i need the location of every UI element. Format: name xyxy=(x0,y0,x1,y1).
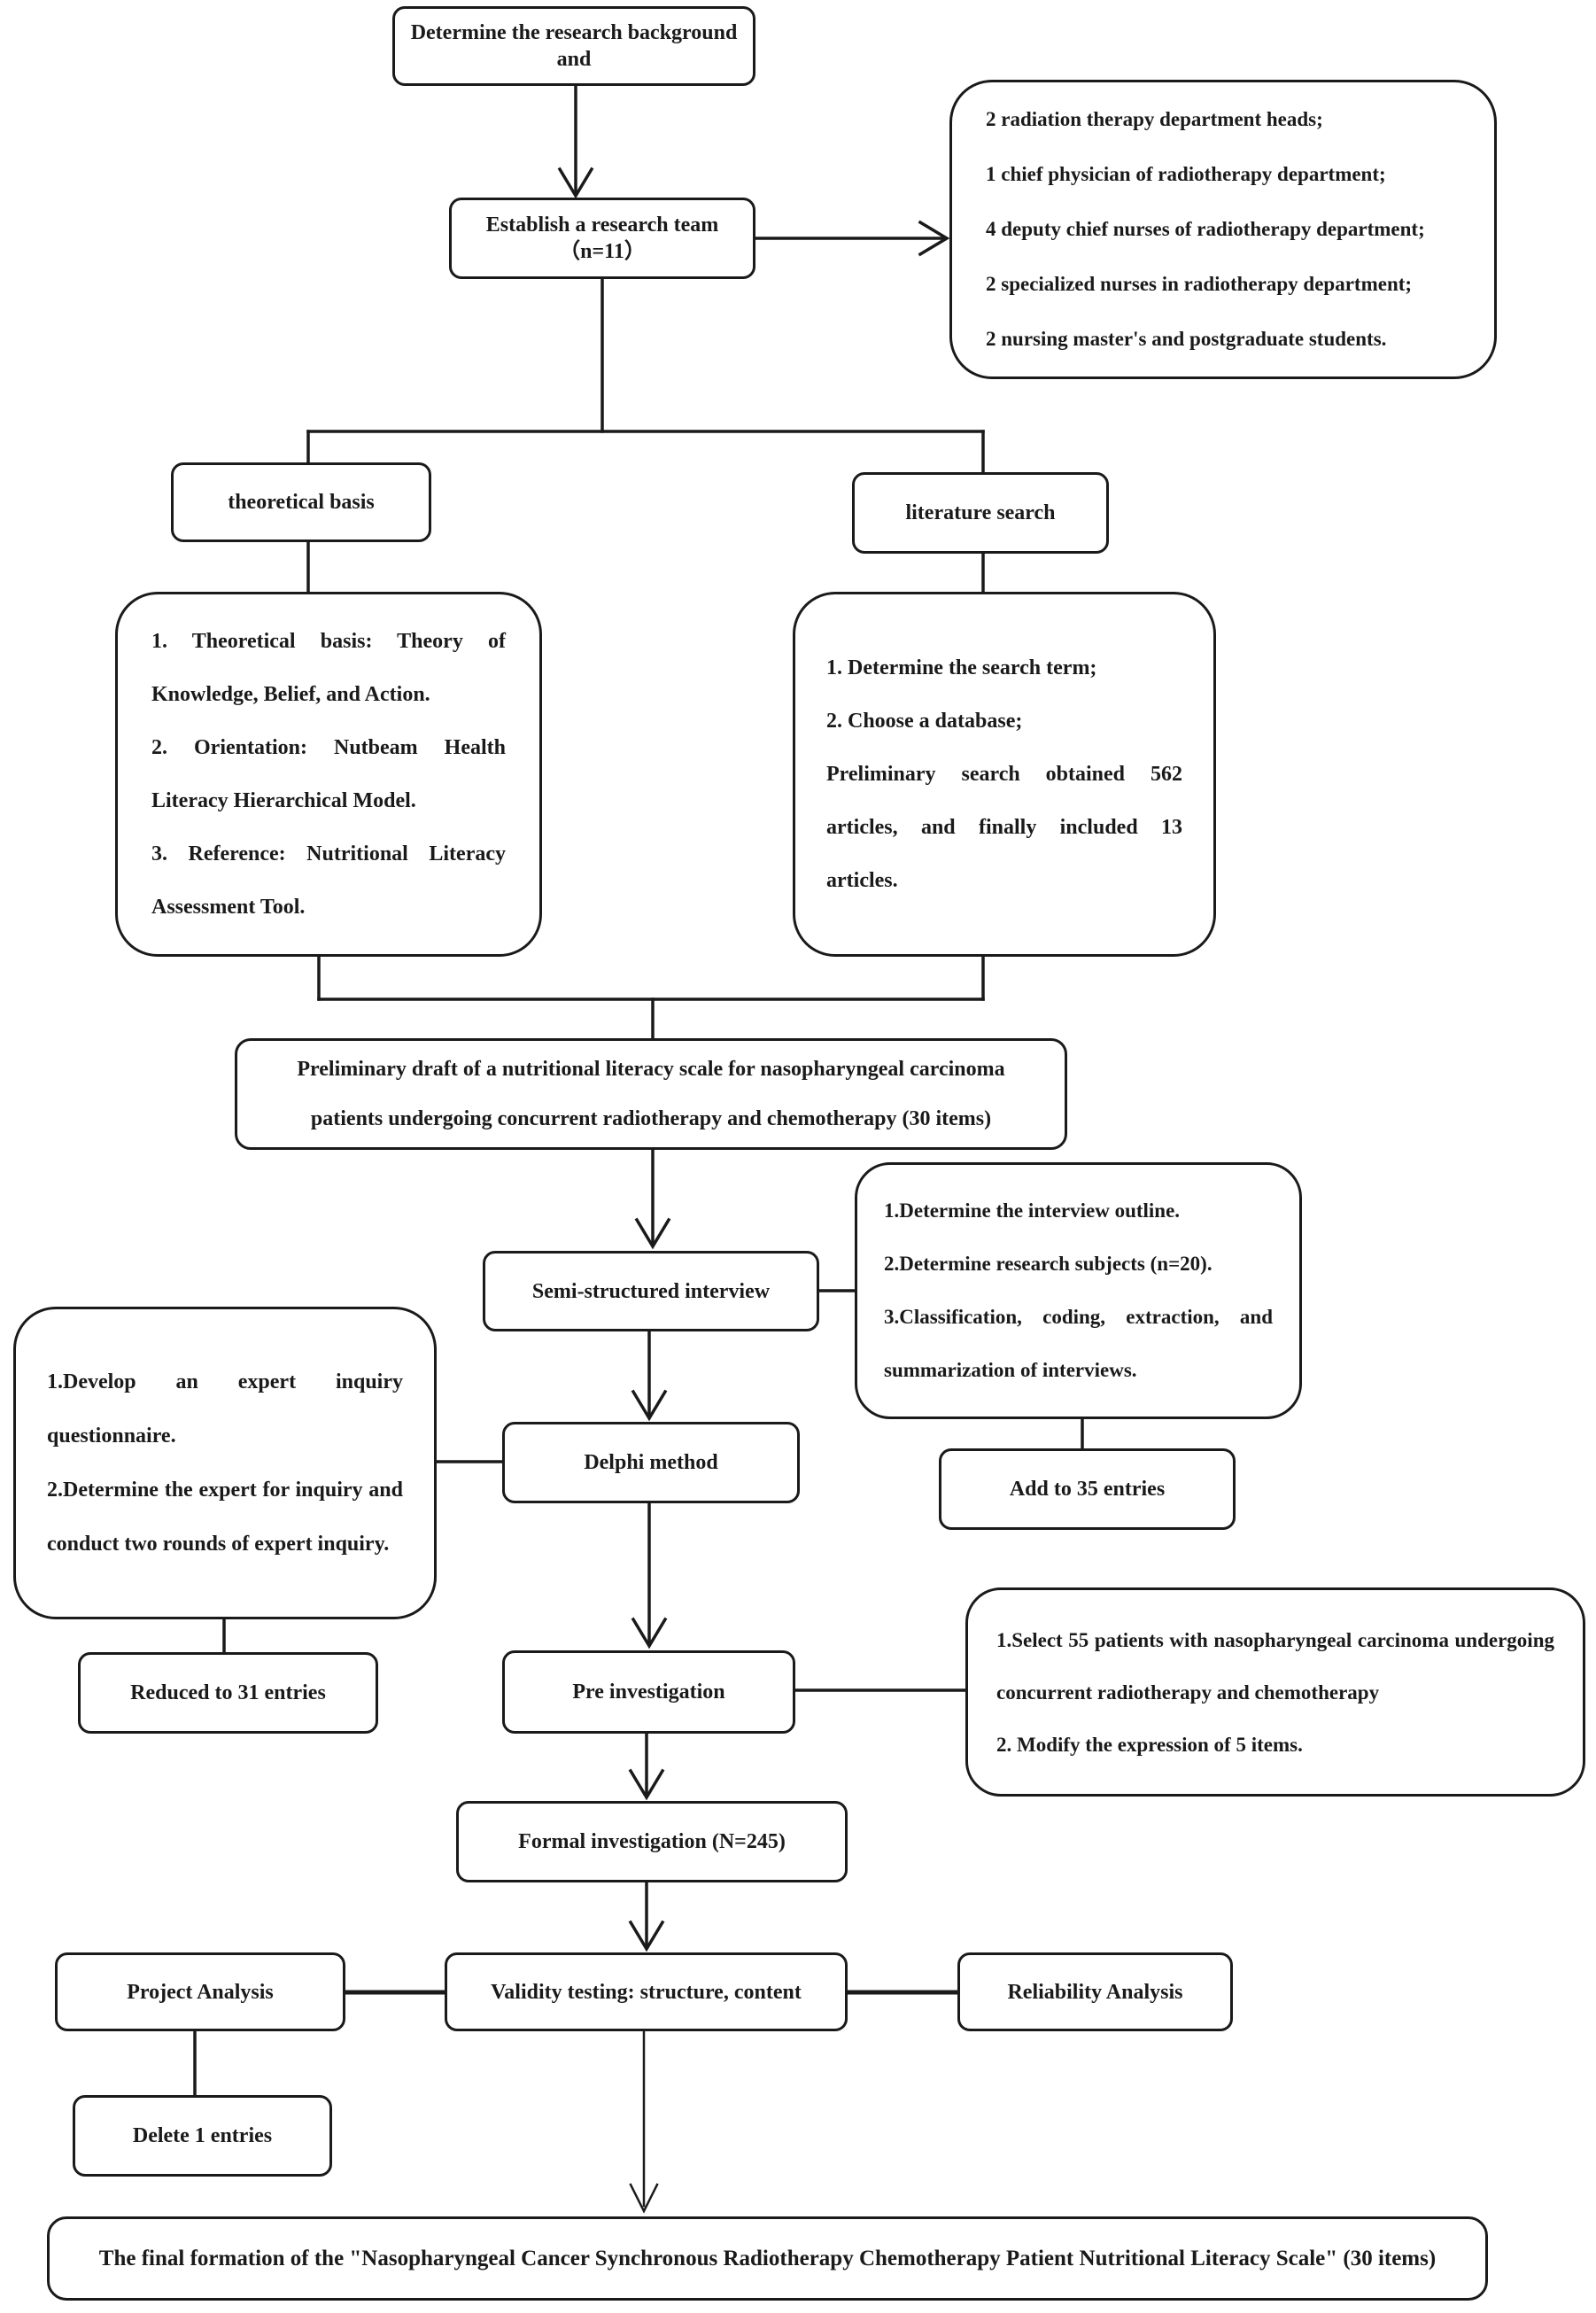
node-project-analysis: Project Analysis xyxy=(55,1952,345,2031)
node-formal-investigation-label: Formal investigation (N=245) xyxy=(518,1830,786,1853)
node-add-to-35-entries-label: Add to 35 entries xyxy=(1009,1478,1166,1501)
detail-paragraph: 2.Determine research subjects (n=20). xyxy=(884,1253,1212,1275)
team-line: 2 radiation therapy department heads; xyxy=(986,108,1323,130)
detail-paragraph: 2. Choose a database; xyxy=(826,710,1023,733)
node-pre-investigation-label: Pre investigation xyxy=(572,1680,725,1704)
team-line: 4 deputy chief nurses of radiotherapy de… xyxy=(986,218,1425,240)
detail-paragraph: 2.Determine the expert for inquiry and c… xyxy=(47,1478,403,1556)
detail-paragraph: 2. Modify the expression of 5 items. xyxy=(996,1733,1303,1756)
detail-paragraph: 1. Determine the search term; xyxy=(826,656,1097,679)
node-pre-investigation: Pre investigation xyxy=(502,1650,795,1734)
team-line: 2 specialized nurses in radiotherapy dep… xyxy=(986,273,1413,295)
node-determine-background: Determine the research background and xyxy=(392,6,755,86)
detail-paragraph: 3. Reference: Nutritional Literacy Asses… xyxy=(151,842,506,919)
node-delete-1-entries-label: Delete 1 entries xyxy=(132,2124,273,2147)
node-theoretical-basis: theoretical basis xyxy=(171,462,431,542)
node-semi-structured-interview: Semi-structured interview xyxy=(483,1251,819,1331)
node-delphi-method: Delphi method xyxy=(502,1422,800,1503)
node-project-analysis-label: Project Analysis xyxy=(127,1980,274,2004)
team-line: 1 chief physician of radiotherapy depart… xyxy=(986,163,1386,185)
node-add-to-35-entries: Add to 35 entries xyxy=(939,1448,1236,1530)
detail-paragraph: 1.Determine the interview outline. xyxy=(884,1199,1181,1222)
detail-paragraph: 2. Orientation: Nutbeam Health Literacy … xyxy=(151,736,506,812)
detail-paragraph: 1.Select 55 patients with nasopharyngeal… xyxy=(996,1628,1554,1704)
node-reduced-to-31-entries: Reduced to 31 entries xyxy=(78,1652,378,1734)
node-literature-search-detail: 1. Determine the search term; 2. Choose … xyxy=(793,592,1216,957)
node-determine-background-label: Determine the research background and xyxy=(410,21,738,71)
node-formal-investigation: Formal investigation (N=245) xyxy=(456,1801,848,1882)
detail-paragraph: 3.Classification, coding, extraction, an… xyxy=(884,1306,1273,1381)
node-preliminary-draft: Preliminary draft of a nutritional liter… xyxy=(235,1038,1067,1150)
node-reliability-analysis-label: Reliability Analysis xyxy=(1007,1980,1183,2004)
node-theoretical-basis-label: theoretical basis xyxy=(228,491,375,514)
node-pre-investigation-detail: 1.Select 55 patients with nasopharyngeal… xyxy=(965,1587,1585,1797)
node-literature-search: literature search xyxy=(852,472,1109,554)
node-interview-detail: 1.Determine the interview outline. 2.Det… xyxy=(855,1162,1302,1419)
node-delete-1-entries: Delete 1 entries xyxy=(73,2095,332,2177)
node-validity-testing-label: Validity testing: structure, content xyxy=(491,1980,802,2004)
node-delphi-method-label: Delphi method xyxy=(584,1451,718,1474)
node-validity-testing: Validity testing: structure, content xyxy=(445,1952,848,2031)
node-final-scale: The final formation of the "Nasopharynge… xyxy=(47,2216,1488,2301)
node-reliability-analysis: Reliability Analysis xyxy=(957,1952,1233,2031)
draft-line: patients undergoing concurrent radiother… xyxy=(310,1107,992,1130)
node-expert-inquiry-detail: 1.Develop an expert inquiry questionnair… xyxy=(13,1307,437,1619)
node-semi-structured-interview-label: Semi-structured interview xyxy=(531,1279,771,1303)
node-reduced-to-31-entries-label: Reduced to 31 entries xyxy=(130,1681,326,1704)
node-establish-team: Establish a research team （n=11） xyxy=(449,198,755,279)
node-establish-team-label: Establish a research team （n=11） xyxy=(485,213,719,263)
node-theoretical-basis-detail: 1. Theoretical basis: Theory of Knowledg… xyxy=(115,592,542,957)
detail-paragraph: 1.Develop an expert inquiry questionnair… xyxy=(47,1370,403,1448)
detail-paragraph: Preliminary search obtained 562 articles… xyxy=(826,763,1182,892)
node-final-scale-label: The final formation of the "Nasopharynge… xyxy=(98,2246,1437,2270)
node-team-composition: 2 radiation therapy department heads; 1 … xyxy=(949,80,1497,379)
draft-line: Preliminary draft of a nutritional liter… xyxy=(297,1058,1005,1081)
team-line: 2 nursing master's and postgraduate stud… xyxy=(986,328,1387,350)
detail-paragraph: 1. Theoretical basis: Theory of Knowledg… xyxy=(151,630,506,706)
node-literature-search-label: literature search xyxy=(905,501,1056,524)
